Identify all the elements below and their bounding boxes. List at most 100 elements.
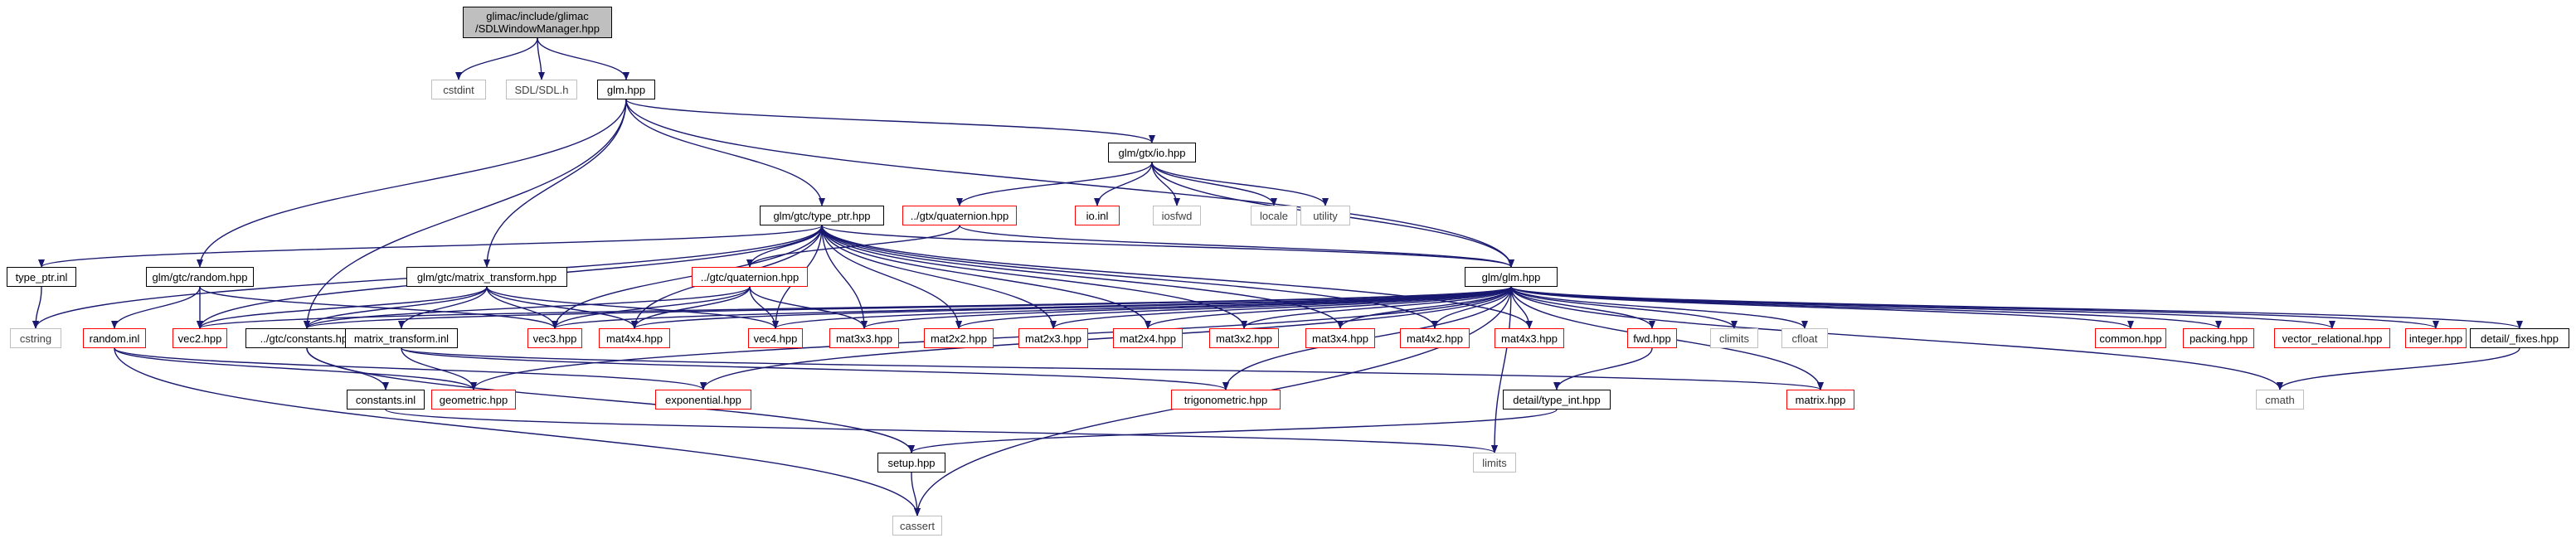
- node-cfloat: cfloat: [1781, 328, 1828, 348]
- edge-mtx-to-mtxinl: [398, 286, 488, 329]
- node-climits: climits: [1710, 328, 1758, 348]
- node-label: vector_relational.hpp: [2282, 332, 2383, 345]
- node-locale: locale: [1251, 206, 1297, 225]
- node-sdl: SDL/SDL.h: [506, 80, 577, 99]
- node-label: glimac/include/glimac: [486, 10, 589, 22]
- edge-root-to-cstdint: [455, 37, 538, 80]
- edge-glm-to-constants: [304, 99, 627, 329]
- node-fixes[interactable]: detail/_fixes.hpp: [2470, 328, 2569, 348]
- edge-typeptr-to-mat3x3: [821, 225, 868, 329]
- node-label: geometric.hpp: [439, 393, 508, 406]
- edge-glmglm-to-mat2x3: [1050, 286, 1512, 329]
- node-label: packing.hpp: [2189, 332, 2248, 345]
- node-label: exponential.hpp: [665, 393, 741, 406]
- edge-typeptr-to-typeptrinl: [38, 225, 823, 268]
- node-exponential[interactable]: exponential.hpp: [655, 390, 751, 410]
- edge-glmglm-to-mat2x4: [1145, 286, 1512, 329]
- node-integer[interactable]: integer.hpp: [2405, 328, 2467, 348]
- node-randominl[interactable]: random.inl: [83, 328, 146, 348]
- node-gtxquat[interactable]: ../gtx/quaternion.hpp: [902, 206, 1017, 225]
- node-label: trigonometric.hpp: [1184, 393, 1268, 406]
- node-vec2[interactable]: vec2.hpp: [173, 328, 227, 348]
- node-packing[interactable]: packing.hpp: [2183, 328, 2254, 348]
- node-fwd[interactable]: fwd.hpp: [1627, 328, 1677, 348]
- node-label: glm.hpp: [606, 83, 646, 96]
- node-typeptr[interactable]: glm/gtc/type_ptr.hpp: [760, 206, 884, 225]
- edge-io-to-iosfwd: [1151, 162, 1180, 206]
- node-label: cassert: [900, 519, 935, 532]
- node-trig[interactable]: trigonometric.hpp: [1171, 390, 1281, 410]
- node-typeint[interactable]: detail/type_int.hpp: [1503, 390, 1611, 410]
- node-label: mat3x3.hpp: [836, 332, 892, 345]
- edge-glmglm-to-exponential: [700, 286, 1512, 390]
- node-setup[interactable]: setup.hpp: [877, 453, 945, 473]
- node-vecrel[interactable]: vector_relational.hpp: [2274, 328, 2390, 348]
- node-label: mat2x2.hpp: [931, 332, 987, 345]
- node-mat2x4[interactable]: mat2x4.hpp: [1113, 328, 1183, 348]
- node-label: mat3x4.hpp: [1312, 332, 1368, 345]
- node-label: glm/gtc/matrix_transform.hpp: [416, 270, 557, 284]
- node-mat3x3[interactable]: mat3x3.hpp: [829, 328, 899, 348]
- node-geometric[interactable]: geometric.hpp: [431, 390, 516, 410]
- edge-typeptr-to-mat3x2: [821, 225, 1247, 329]
- node-label: mat2x3.hpp: [1025, 332, 1081, 345]
- node-mat3x4[interactable]: mat3x4.hpp: [1305, 328, 1375, 348]
- node-label: ../gtc/quaternion.hpp: [700, 270, 800, 284]
- node-gtcquat[interactable]: ../gtc/quaternion.hpp: [692, 267, 808, 287]
- edge-typeptr-to-glmglm: [821, 225, 1514, 268]
- node-vec3[interactable]: vec3.hpp: [527, 328, 582, 348]
- node-label: cstring: [19, 332, 52, 345]
- node-common[interactable]: common.hpp: [2095, 328, 2166, 348]
- node-mat3x2[interactable]: mat3x2.hpp: [1209, 328, 1279, 348]
- node-typeptrinl[interactable]: type_ptr.inl: [7, 267, 76, 287]
- node-mat2x3[interactable]: mat2x3.hpp: [1018, 328, 1088, 348]
- node-label: vec3.hpp: [532, 332, 577, 345]
- node-label: mat4x4.hpp: [606, 332, 663, 345]
- node-vec4[interactable]: vec4.hpp: [748, 328, 803, 348]
- node-ioinl[interactable]: io.inl: [1075, 206, 1120, 225]
- edge-glm-to-glmglm: [625, 99, 1514, 268]
- edge-gtxquat-to-glmglm: [959, 225, 1514, 268]
- edge-random-to-vec3: [199, 286, 558, 329]
- node-label: vec4.hpp: [753, 332, 798, 345]
- node-glmglm[interactable]: glm/glm.hpp: [1465, 267, 1558, 287]
- edge-glm-to-mtx: [484, 99, 627, 268]
- edge-glm-to-random: [197, 99, 627, 268]
- node-cassert: cassert: [892, 516, 942, 536]
- node-matrix[interactable]: matrix.hpp: [1786, 390, 1854, 410]
- edge-mtx-to-vec4: [486, 286, 779, 329]
- edge-mtx-to-vec2: [197, 286, 488, 329]
- edge-randominl-to-exponential: [114, 347, 707, 390]
- edge-glmglm-to-mat3x2: [1241, 286, 1512, 329]
- node-mat4x3[interactable]: mat4x3.hpp: [1495, 328, 1564, 348]
- edge-gtcquat-to-constants: [304, 286, 751, 329]
- node-label: random.inl: [89, 332, 140, 345]
- edge-fixes-to-cmath: [2277, 347, 2520, 390]
- edge-gtcquat-to-mat3x3: [749, 286, 868, 329]
- node-mat4x2[interactable]: mat4x2.hpp: [1400, 328, 1470, 348]
- node-root: glimac/include/glimac/SDLWindowManager.h…: [463, 7, 612, 38]
- edge-root-to-sdl: [537, 37, 545, 80]
- node-iosfwd: iosfwd: [1153, 206, 1201, 225]
- edge-fwd-to-typeint: [1553, 347, 1653, 390]
- edge-root-to-glm: [537, 37, 629, 80]
- node-io[interactable]: glm/gtx/io.hpp: [1108, 143, 1196, 162]
- node-label: vec2.hpp: [177, 332, 222, 345]
- node-mat4x4[interactable]: mat4x4.hpp: [599, 328, 670, 348]
- node-mtx[interactable]: glm/gtc/matrix_transform.hpp: [406, 267, 567, 287]
- node-glm[interactable]: glm.hpp: [597, 80, 655, 99]
- edge-constants-to-setup: [306, 347, 915, 453]
- node-label: cfloat: [1791, 332, 1818, 345]
- node-mtxinl[interactable]: matrix_transform.inl: [345, 328, 458, 348]
- edge-glm-to-typeptr: [625, 99, 825, 206]
- edge-mtxinl-to-trig: [401, 347, 1229, 390]
- node-random[interactable]: glm/gtc/random.hpp: [146, 267, 254, 287]
- node-mat2x2[interactable]: mat2x2.hpp: [924, 328, 994, 348]
- node-constinl[interactable]: constants.inl: [347, 390, 425, 410]
- edge-randominl-to-geometric: [114, 347, 477, 390]
- node-label: mat4x3.hpp: [1501, 332, 1558, 345]
- edge-glmglm-to-mat4x4: [631, 286, 1512, 329]
- edge-setup-to-cassert: [911, 472, 921, 516]
- edge-glmglm-to-fixes: [1510, 286, 2523, 329]
- node-label: detail/type_int.hpp: [1513, 393, 1601, 406]
